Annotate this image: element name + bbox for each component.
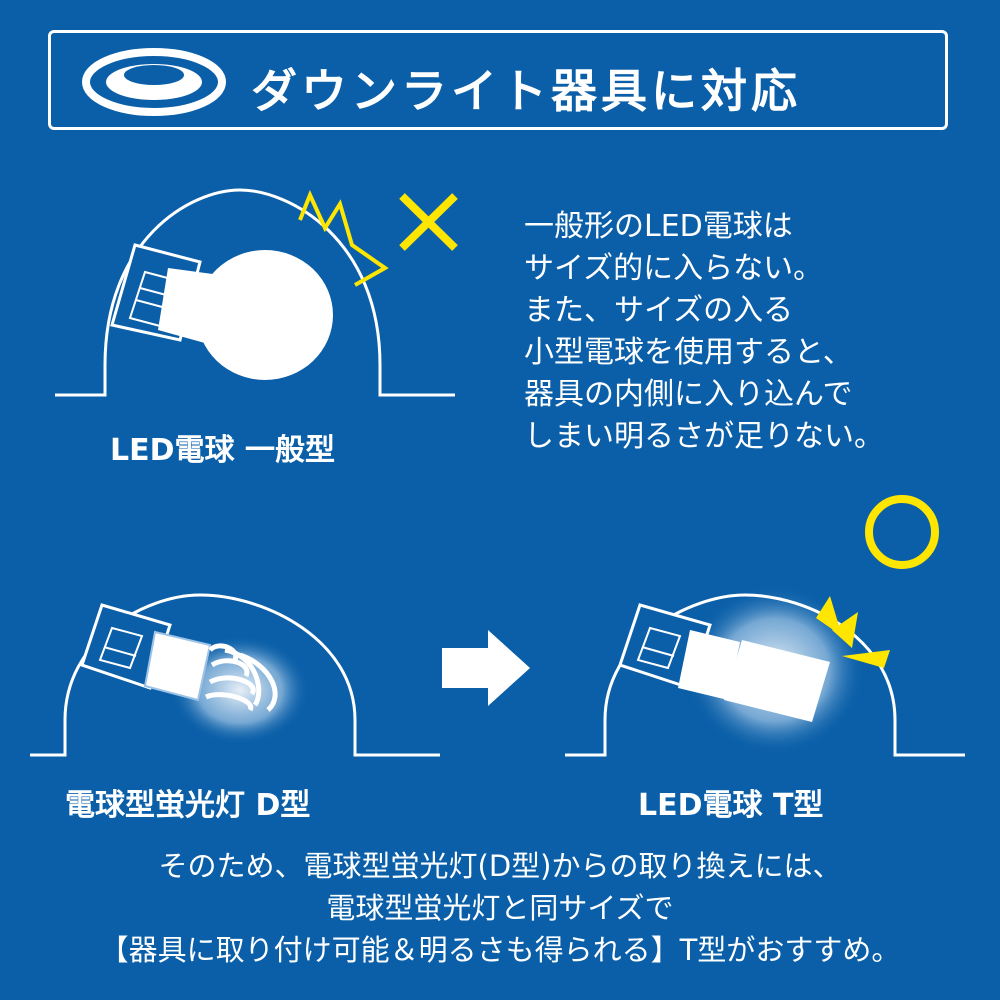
description: 一般形のLED電球は サイズ的に入らない。 また、サイズの入る 小型電球を使用す… [524, 206, 994, 458]
cross-mark-icon [399, 193, 458, 251]
bottom-text: そのため、電球型蛍光灯(D型)からの取り換えには、 電球型蛍光灯と同サイズで 【… [0, 845, 1000, 971]
description-line: また、サイズの入る [524, 293, 794, 328]
description-line: 小型電球を使用すると、 [524, 335, 853, 370]
downlight-icon [82, 48, 226, 116]
bottom-line: 【器具に取り付け可能＆明るさも得られる】T型がおすすめ。 [99, 933, 901, 967]
right-arrow-icon [442, 630, 530, 706]
description-line: 一般形のLED電球は [524, 209, 793, 244]
description-line: しまい明るさが足りない。 [524, 419, 884, 454]
bottom-line: 電球型蛍光灯と同サイズで [326, 891, 674, 925]
description-line: 器具の内側に入り込んで [524, 377, 853, 412]
description-line: サイズ的に入らない。 [524, 251, 824, 286]
compact-fluorescent-icon [30, 593, 440, 757]
led-bulb-t-type-icon [565, 585, 965, 757]
circle-mark-icon [865, 495, 939, 569]
header-box: ダウンライト器具に対応 [48, 30, 948, 130]
label-led-general: LED電球 一般型 [110, 433, 335, 468]
page-title: ダウンライト器具に対応 [251, 64, 801, 118]
led-bulb-general-icon [55, 188, 455, 397]
label-led-t-type: LED電球 T型 [638, 788, 824, 823]
label-fluorescent: 電球型蛍光灯 D型 [65, 788, 311, 823]
bottom-line: そのため、電球型蛍光灯(D型)からの取り換えには、 [158, 849, 842, 883]
